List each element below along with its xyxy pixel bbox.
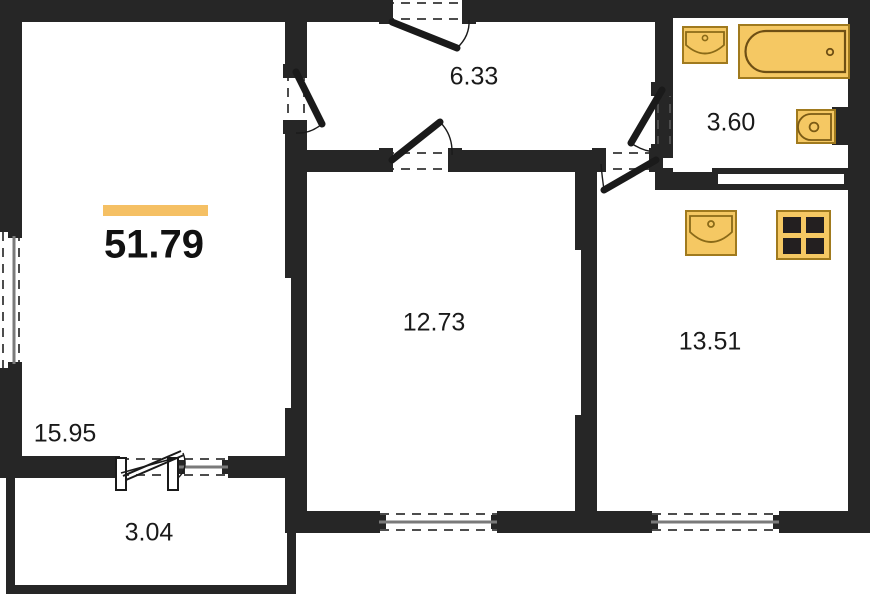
balcony-door — [115, 450, 186, 491]
washbasin-icon — [682, 26, 728, 64]
living-door — [283, 64, 326, 134]
window-bedroom — [374, 515, 503, 529]
kitchen-door — [592, 148, 663, 194]
kitchen-sink-icon — [685, 210, 737, 256]
room-area-labels: 15.95 6.33 3.60 12.73 13.51 3.04 — [34, 63, 756, 547]
total-area-accent-bar — [103, 205, 208, 216]
window-left — [8, 226, 22, 374]
cooktop-icon — [776, 210, 831, 260]
toilet-icon — [796, 107, 852, 145]
doors — [115, 0, 673, 491]
fixtures — [682, 24, 852, 260]
entry-door — [379, 0, 476, 52]
room-area-bathroom: 3.60 — [707, 109, 756, 137]
room-area-living-room: 15.95 — [34, 420, 97, 448]
bedroom-door — [379, 118, 462, 172]
total-area-value: 51.79 — [104, 223, 204, 267]
bathtub-icon — [738, 24, 850, 79]
total-area-marker: 51.79 — [103, 205, 208, 267]
window-kitchen — [646, 515, 785, 529]
room-area-kitchen: 13.51 — [679, 328, 742, 356]
windows — [8, 226, 785, 529]
room-area-hall: 6.33 — [450, 63, 499, 91]
room-area-bedroom: 12.73 — [403, 309, 466, 337]
room-area-balcony: 3.04 — [125, 519, 174, 547]
